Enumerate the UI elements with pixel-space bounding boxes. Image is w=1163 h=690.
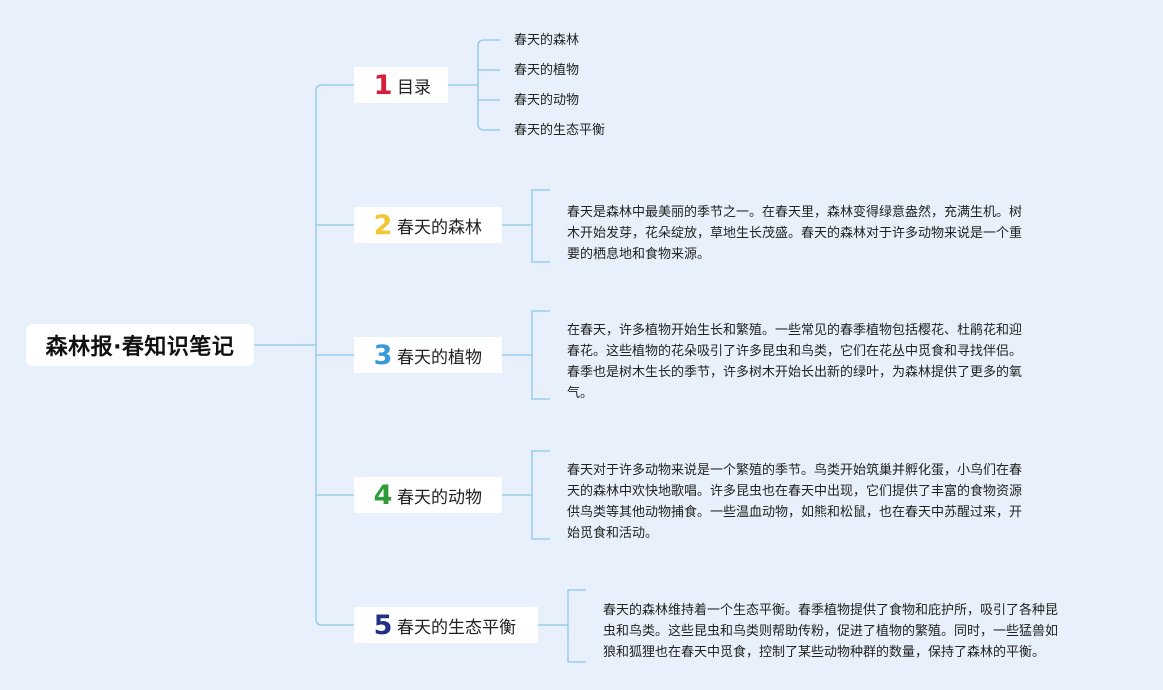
paragraph-line: 虫和鸟类。这些昆虫和鸟类则帮助传粉，促进了植物的繁殖。同时，一些猛兽如 [603,624,1059,639]
paragraph-line: 春天是森林中最美丽的季节之一。在春天里，森林变得绿意盎然，充满生机。树 [567,205,1023,220]
topic-number-2: 2 [373,209,393,241]
paragraph-line: 木开始发芽，花朵绽放，草地生长茂盛。春天的森林对于许多动物来说是一个重 [567,226,1023,241]
root-title: 森林报·春知识笔记 [45,335,235,360]
topic-label-ecological-balance: 春天的生态平衡 [397,617,516,638]
toc-item-spring-animals[interactable]: 春天的动物 [514,93,580,108]
paragraph-ecological-balance[interactable]: 春天的森林维持着一个生态平衡。春季植物提供了食物和庇护所，吸引了各种昆 虫和鸟类… [603,600,1058,663]
paragraph-line: 供鸟类等其他动物捕食。一些温血动物，如熊和松鼠，也在春天中苏醒过来，开 [567,505,1023,520]
paragraph-line: 在春天，许多植物开始生长和繁殖。一些常见的春季植物包括樱花、杜鹃花和迎 [567,323,1023,338]
topic-number-4: 4 [373,479,393,511]
topic-label-spring-animals: 春天的动物 [397,487,482,508]
topic-spring-forest[interactable]: 2 春天的森林 [354,207,502,243]
paragraph-line: 气。 [567,386,594,401]
paragraph-line: 春天对于许多动物来说是一个繁殖的季节。鸟类开始筑巢并孵化蛋，小鸟们在春 [567,463,1023,478]
paragraph-line: 春花。这些植物的花朵吸引了许多昆虫和鸟类，它们在花丛中觅食和寻找伴侣。 [567,344,1023,359]
paragraph-line: 春天的森林维持着一个生态平衡。春季植物提供了食物和庇护所，吸引了各种昆 [603,603,1059,618]
paragraph-spring-animals[interactable]: 春天对于许多动物来说是一个繁殖的季节。鸟类开始筑巢并孵化蛋，小鸟们在春 天的森林… [567,460,1022,544]
paragraph-line: 春季也是树木生长的季节，许多树木开始长出新的绿叶，为森林提供了更多的氧 [567,365,1023,380]
topic-ecological-balance[interactable]: 5 春天的生态平衡 [354,607,538,643]
paragraph-line: 天的森林中欢快地歌唱。许多昆虫也在春天中出现，它们提供了丰富的食物资源 [567,484,1023,499]
topic-contents[interactable]: 1 目录 [354,67,448,103]
toc-item-ecological-balance[interactable]: 春天的生态平衡 [514,123,606,138]
topic-number-5: 5 [373,609,393,641]
root-topic[interactable]: 森林报·春知识笔记 [26,324,254,366]
toc-item-spring-plants[interactable]: 春天的植物 [514,63,580,78]
topic-spring-plants[interactable]: 3 春天的植物 [354,337,502,373]
paragraph-line: 始觅食和活动。 [567,526,659,541]
topic-spring-animals[interactable]: 4 春天的动物 [354,477,502,513]
topic-number-3: 3 [373,339,393,371]
paragraph-spring-forest[interactable]: 春天是森林中最美丽的季节之一。在春天里，森林变得绿意盎然，充满生机。树 木开始发… [567,202,1022,265]
paragraph-spring-plants[interactable]: 在春天，许多植物开始生长和繁殖。一些常见的春季植物包括樱花、杜鹃花和迎 春花。这… [567,320,1022,404]
paragraph-line: 要的栖息地和食物来源。 [567,247,711,262]
topic-label-spring-forest: 春天的森林 [397,217,482,238]
toc-item-spring-forest[interactable]: 春天的森林 [514,33,580,48]
topic-label-contents: 目录 [397,77,431,98]
topic-number-1: 1 [373,69,393,101]
paragraph-line: 狼和狐狸也在春天中觅食，控制了某些动物种群的数量，保持了森林的平衡。 [603,645,1046,660]
topic-label-spring-plants: 春天的植物 [397,347,482,368]
